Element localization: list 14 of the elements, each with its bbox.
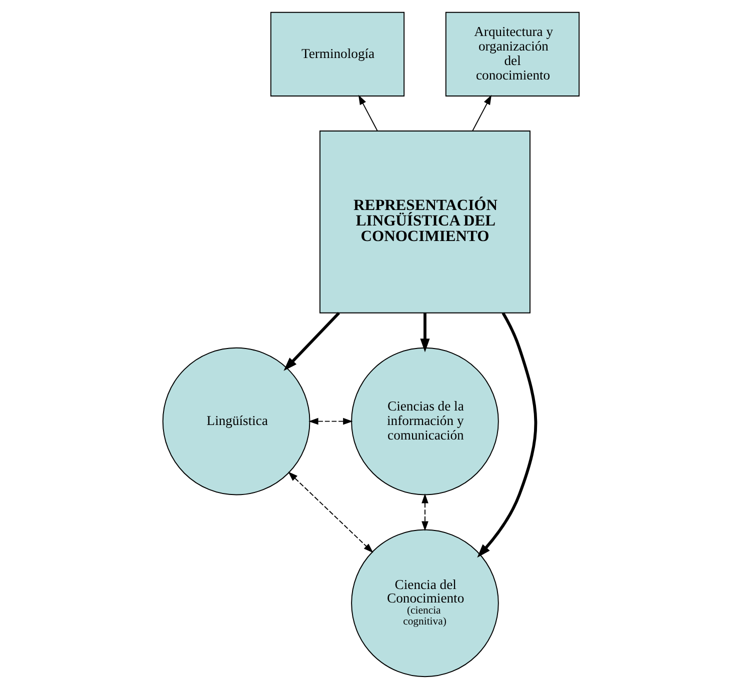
arrow (308, 418, 353, 425)
node-box: Arquitectura y organización del conocimiento (445, 12, 580, 97)
arrow (472, 94, 492, 132)
node-circle: Lingüística (162, 347, 310, 496)
arrow (420, 312, 430, 352)
arrow (284, 312, 340, 371)
arrow (358, 94, 378, 132)
node-circle: Ciencia del Conocimiento (ciencia cognitiva) (351, 529, 499, 678)
arrow (422, 493, 428, 532)
node-box: Terminología (270, 12, 405, 97)
arrow (288, 472, 374, 553)
node-box: REPRESENTACIÓN LINGÜÍSTICA DEL CONOCIMIENTO (319, 130, 530, 314)
node-circle: Ciencias de la información y comunicación (351, 347, 499, 496)
arrow (477, 312, 538, 558)
